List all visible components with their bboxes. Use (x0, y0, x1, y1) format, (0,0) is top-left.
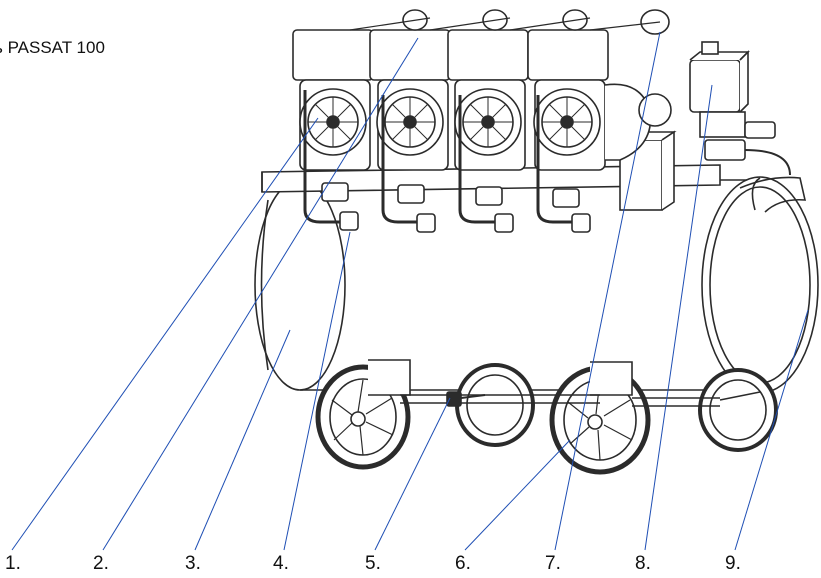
diagram-title: ь PASSAT 100 (0, 38, 105, 57)
wheel-rear-right (698, 368, 778, 452)
leader-line-4 (283, 231, 351, 551)
solenoid-valve (689, 41, 791, 176)
leader-lines (11, 31, 809, 551)
discharge-pipes (303, 90, 591, 233)
callout-label-2: 2. (93, 553, 109, 574)
callout-label-3: 3. (185, 553, 201, 574)
leader-line-6 (464, 439, 571, 551)
leader-line-5 (374, 397, 451, 551)
pump-units (292, 9, 672, 171)
wheel-axle (368, 359, 761, 407)
callout-label-5: 5. (365, 553, 381, 574)
callout-label-4: 4. (273, 553, 289, 574)
leader-line-9 (734, 309, 809, 551)
leader-line-2 (102, 37, 419, 551)
leader-line-1 (11, 117, 319, 551)
callout-label-6: 6. (455, 553, 471, 574)
leader-line-7 (554, 31, 661, 551)
callout-label-1: 1. (5, 553, 21, 574)
leader-line-8 (644, 84, 713, 551)
callout-label-8: 8. (635, 553, 651, 574)
leader-line-3 (194, 329, 291, 551)
callout-label-9: 9. (725, 553, 741, 574)
callout-label-7: 7. (545, 553, 561, 574)
wheel-rear-left (455, 363, 535, 447)
